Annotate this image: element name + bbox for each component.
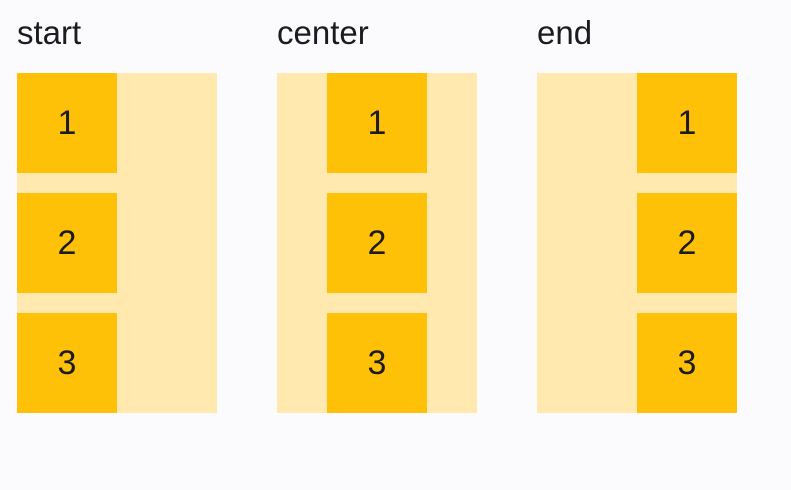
flex-item: 2	[327, 193, 427, 293]
flex-item: 1	[327, 73, 427, 173]
flex-container-center: 1 2 3	[277, 73, 477, 413]
demo-column-end: end 1 2 3	[537, 12, 737, 413]
demo-column-start: start 1 2 3	[17, 12, 217, 413]
alignment-value-label-center: center	[277, 14, 369, 51]
flex-item: 1	[17, 73, 117, 173]
flex-item: 3	[17, 313, 117, 413]
flex-item: 2	[17, 193, 117, 293]
alignment-value-label-end: end	[537, 14, 593, 51]
flex-item: 3	[327, 313, 427, 413]
flex-container-end: 1 2 3	[537, 73, 737, 413]
flex-item: 3	[637, 313, 737, 413]
alignment-demo-row: start 1 2 3 center 1 2 3 end 1 2 3	[17, 12, 737, 413]
demo-column-center: center 1 2 3	[277, 12, 477, 413]
flex-item: 2	[637, 193, 737, 293]
flex-container-start: 1 2 3	[17, 73, 217, 413]
alignment-value-label-start: start	[17, 14, 82, 51]
flex-item: 1	[637, 73, 737, 173]
